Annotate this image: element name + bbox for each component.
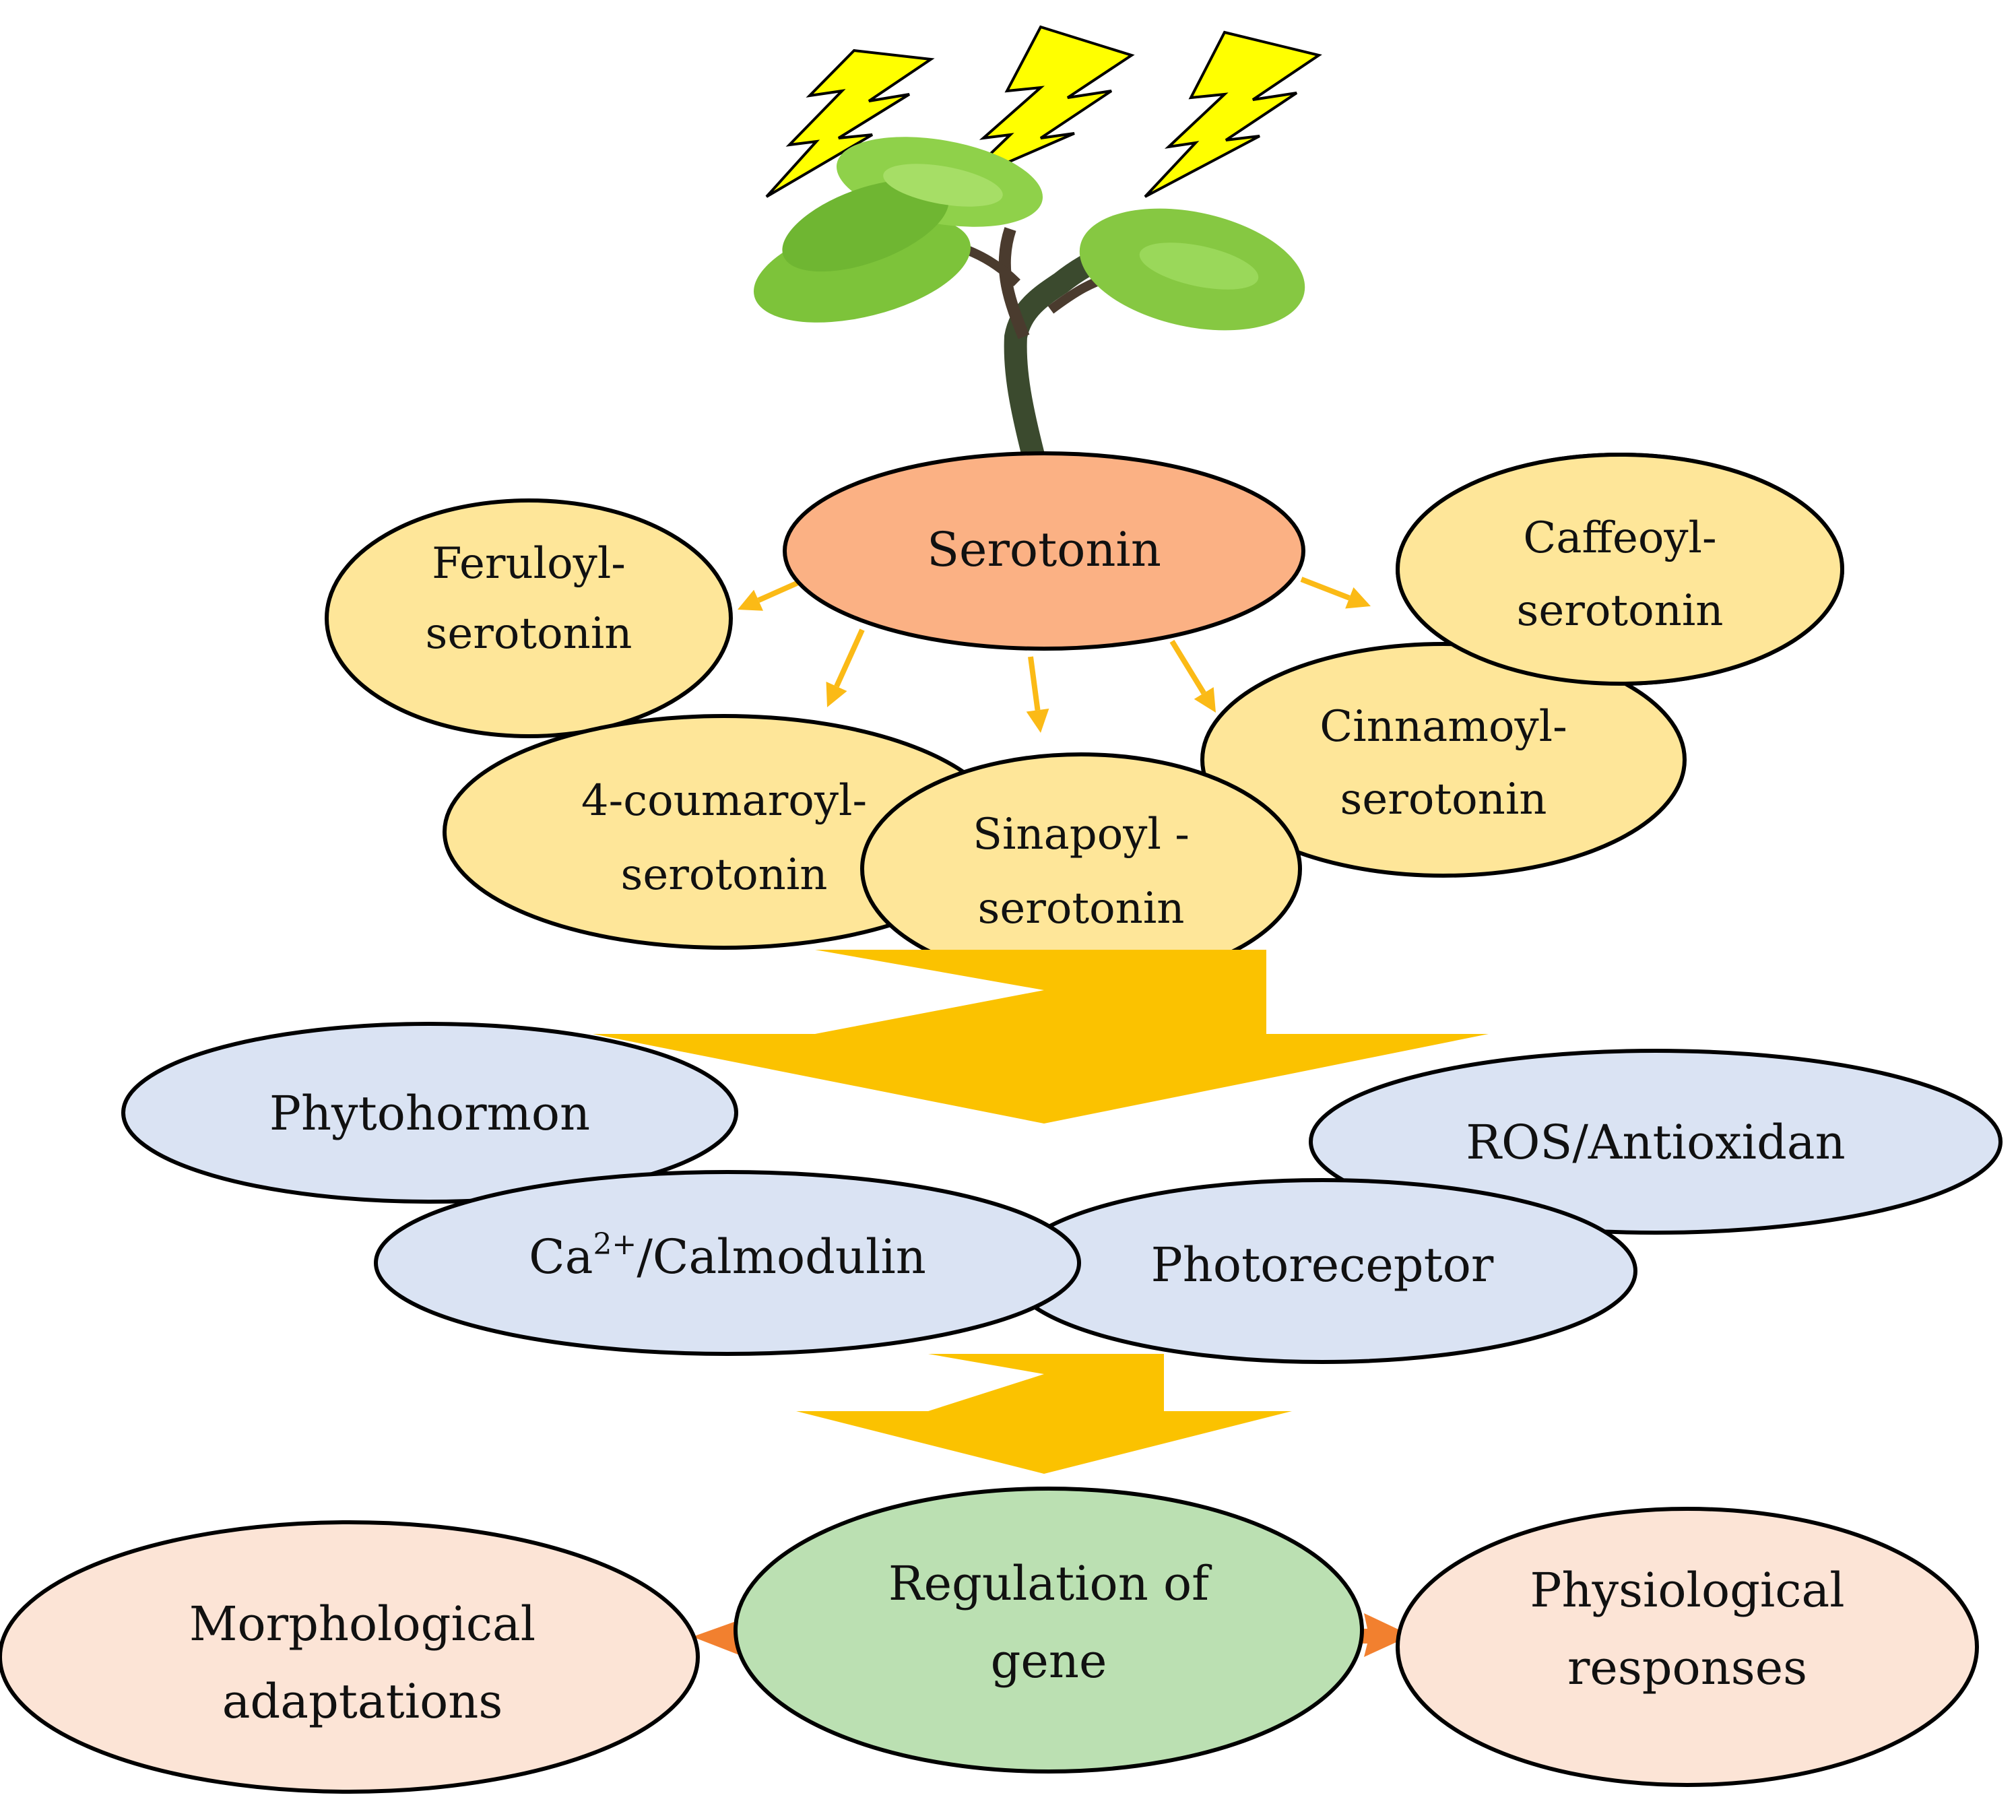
lightning-bolt-icon	[958, 25, 1135, 185]
ros-antioxidan-node: ROS/Antioxidan	[1309, 1049, 2003, 1235]
regulation-of-gene-node: Regulation of gene	[734, 1487, 1364, 1774]
node-label: Morphological	[189, 1596, 535, 1652]
node-label: Physiological	[1530, 1563, 1844, 1618]
photoreceptor-node: Photoreceptor	[1007, 1178, 1637, 1364]
arrow-line	[757, 580, 800, 603]
serotonin-label: Serotonin	[927, 522, 1161, 577]
plant-seedling-icon	[754, 137, 1305, 483]
lightning-bolt-icon	[765, 48, 935, 198]
sinapoyl-serotonin-node: Sinapoyl - serotonin	[860, 752, 1302, 985]
node-label: Sinapoyl -	[973, 810, 1190, 859]
arrow-left-icon	[692, 1620, 744, 1656]
feruloyl-serotonin-node: Feruloyl- serotonin	[325, 498, 733, 738]
node-label: adaptations	[222, 1674, 503, 1729]
arrow-head-icon	[1026, 709, 1049, 733]
flow-arrow-down	[593, 950, 1489, 1124]
arrow-line	[1300, 577, 1351, 601]
node-label: Cinnamoyl-	[1320, 702, 1567, 752]
node-label: serotonin	[621, 850, 828, 900]
arrow-head-icon	[826, 682, 847, 707]
cinnamoyl-serotonin-node: Cinnamoyl- serotonin	[1200, 642, 1687, 878]
node-label: Photoreceptor	[1151, 1237, 1494, 1293]
phytohormon-node: Phytohormon	[121, 1022, 738, 1204]
serotonin-arrows	[738, 577, 1371, 733]
node-label: 4-coumaroyl-	[581, 776, 867, 826]
node-label: ROS/Antioxidan	[1466, 1115, 1845, 1170]
arrow-line	[834, 628, 865, 688]
node-label: Phytohormon	[269, 1086, 590, 1141]
node-label: serotonin	[1340, 775, 1547, 824]
node-label: Ca2+/Calmodulin	[529, 1227, 926, 1285]
arrow-line	[1169, 639, 1206, 695]
node-label: responses	[1567, 1640, 1807, 1695]
node-label: Caffeoyl-	[1523, 513, 1716, 563]
arrow-head-icon	[1345, 587, 1371, 609]
node-label: serotonin	[426, 609, 632, 659]
morphological-adaptations-node: Morphological adaptations	[0, 1520, 700, 1794]
serotonin-node: Serotonin	[783, 451, 1305, 651]
arrow-head-icon	[1194, 687, 1216, 713]
node-label: serotonin	[1517, 586, 1724, 636]
physiological-responses-node: Physiological responses	[1396, 1507, 1979, 1787]
node-label: serotonin	[978, 884, 1185, 934]
node-label: Regulation of	[888, 1556, 1212, 1611]
caffeoyl-serotonin-front: Caffeoyl- serotonin	[1396, 453, 1844, 686]
flow-arrow-down	[796, 1354, 1292, 1474]
lightning-bolt-icon	[1144, 30, 1322, 198]
arrow-line	[1028, 656, 1041, 711]
node-label: gene	[991, 1633, 1107, 1689]
node-label: Feruloyl-	[432, 539, 626, 589]
calcium-calmodulin-node: Ca2+/Calmodulin	[374, 1170, 1081, 1356]
arrow-right-icon	[1359, 1613, 1411, 1657]
arrow-head-icon	[738, 589, 763, 611]
